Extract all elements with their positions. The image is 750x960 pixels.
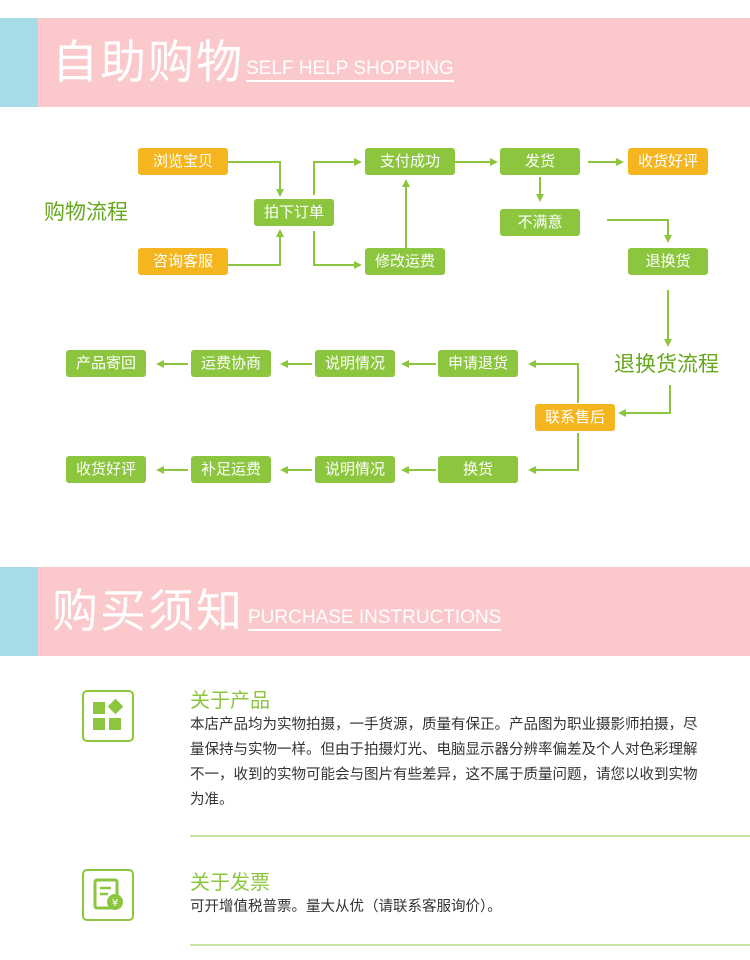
section-title-en: PURCHASE INSTRUCTIONS <box>248 607 502 631</box>
invoice-notice-title: 关于发票 <box>190 870 270 894</box>
step-pay-shipping: 补足运费 <box>191 456 271 483</box>
step-explain-1: 说明情况 <box>315 350 395 377</box>
step-browse: 浏览宝贝 <box>138 148 228 175</box>
invoice-notice-text: 可开增值税普票。量大从优（请联系客服询价）。 <box>190 899 502 915</box>
step-pay-success: 支付成功 <box>365 148 455 175</box>
banner-background <box>38 567 750 656</box>
banner-background <box>38 18 750 107</box>
shopping-flow-label: 购物流程 <box>44 200 128 224</box>
section-title-en: SELF HELP SHOPPING <box>246 58 454 82</box>
section-title-cn: 自助购物 <box>52 35 244 89</box>
step-confirm-receipt: 收货好评 <box>628 148 708 175</box>
step-receipt-review: 收货好评 <box>66 456 146 483</box>
divider <box>190 944 750 946</box>
step-contact-aftersales: 联系售后 <box>535 404 615 431</box>
product-notice-text: 本店产品均为实物拍摄，一手货源，质量有保正。产品图为职业摄影师拍摄，尽量保持与实… <box>190 717 698 808</box>
step-modify-shipping: 修改运费 <box>365 248 445 275</box>
step-place-order: 拍下订单 <box>254 199 334 226</box>
product-icon <box>82 690 134 742</box>
product-notice-title: 关于产品 <box>190 688 270 712</box>
step-explain-2: 说明情况 <box>315 456 395 483</box>
step-return-exchange: 退换货 <box>628 248 708 275</box>
invoice-icon: ¥ <box>82 869 134 921</box>
banner-accent-stripe <box>0 567 38 656</box>
step-ship: 发货 <box>500 148 580 175</box>
step-exchange: 换货 <box>438 456 518 483</box>
step-consult: 咨询客服 <box>138 248 228 275</box>
divider <box>190 835 750 837</box>
step-unsatisfied: 不满意 <box>500 209 580 236</box>
banner-accent-stripe <box>0 18 38 107</box>
section-title-cn: 购买须知 <box>52 584 244 638</box>
return-flow-label: 退换货流程 <box>614 352 719 376</box>
purchase-instructions-banner: 购买须知 PURCHASE INSTRUCTIONS <box>0 567 750 656</box>
step-negotiate-shipping: 运费协商 <box>191 350 271 377</box>
svg-text:¥: ¥ <box>112 898 118 909</box>
self-help-shopping-banner: 自助购物 SELF HELP SHOPPING <box>0 18 750 107</box>
step-send-back: 产品寄回 <box>66 350 146 377</box>
step-request-refund: 申请退货 <box>438 350 518 377</box>
